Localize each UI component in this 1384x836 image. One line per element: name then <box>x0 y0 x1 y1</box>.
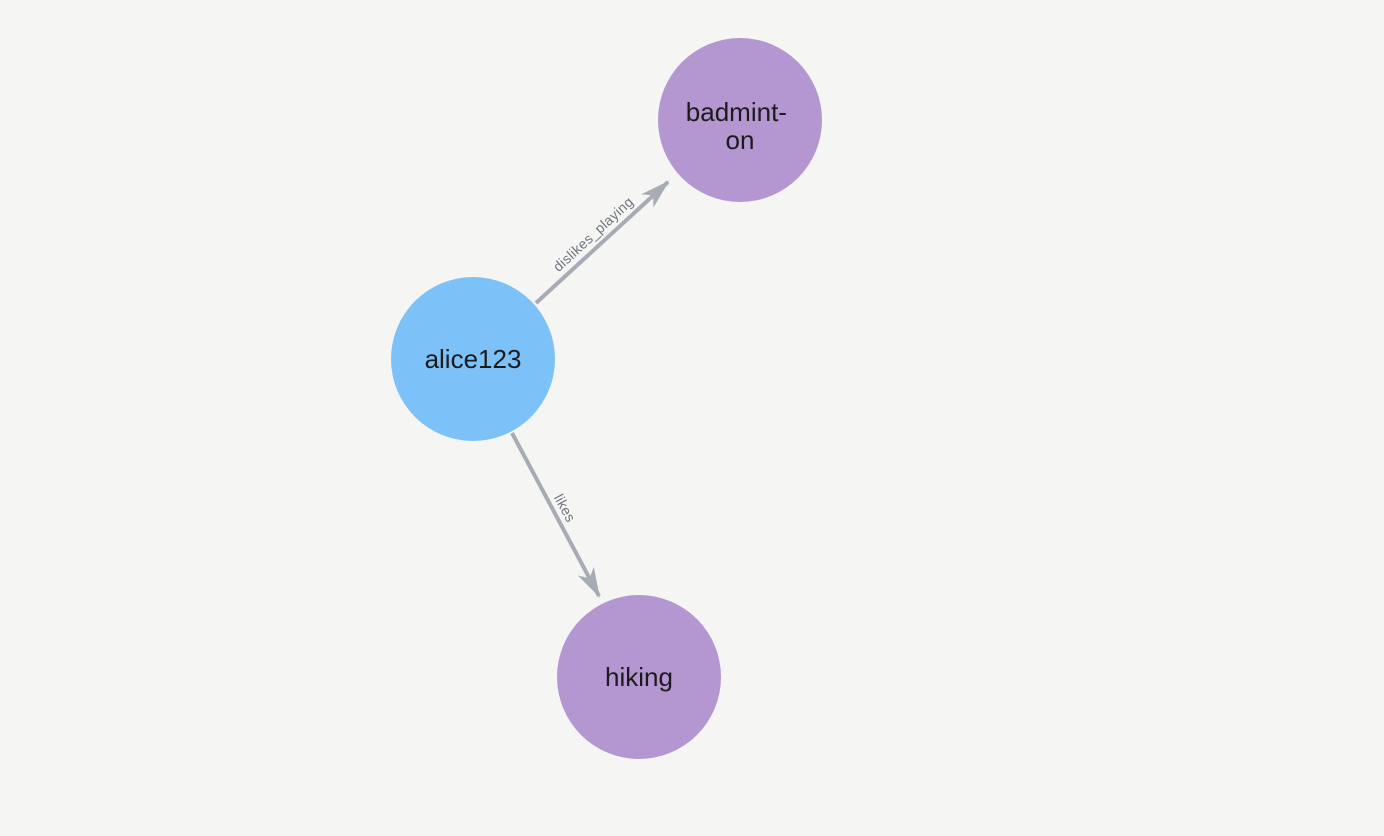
node-hiking[interactable]: hiking <box>557 595 721 759</box>
edge-line-dislikes-playing[interactable] <box>534 180 670 305</box>
edge-alice123-badminton: dislikes_playing <box>534 180 670 305</box>
node-circle-badminton[interactable] <box>658 38 822 202</box>
edge-label-dislikes-playing: dislikes_playing <box>550 193 637 274</box>
node-badminton[interactable]: badmint- on <box>658 38 822 202</box>
node-alice123[interactable]: alice123 <box>391 277 555 441</box>
node-circle-hiking[interactable] <box>557 595 721 759</box>
node-label-alice123: alice123 <box>425 344 522 374</box>
node-label-hiking: hiking <box>605 662 673 692</box>
edge-alice123-hiking: likes <box>510 432 601 598</box>
edge-label-likes: likes <box>551 491 579 525</box>
node-label-badminton-line2: on <box>726 125 755 155</box>
node-label-badminton-line1: badmint- <box>686 97 787 127</box>
node-circle-alice123[interactable] <box>391 277 555 441</box>
edge-line-likes[interactable] <box>510 432 601 598</box>
node-label-badminton: badmint- on <box>686 97 794 155</box>
